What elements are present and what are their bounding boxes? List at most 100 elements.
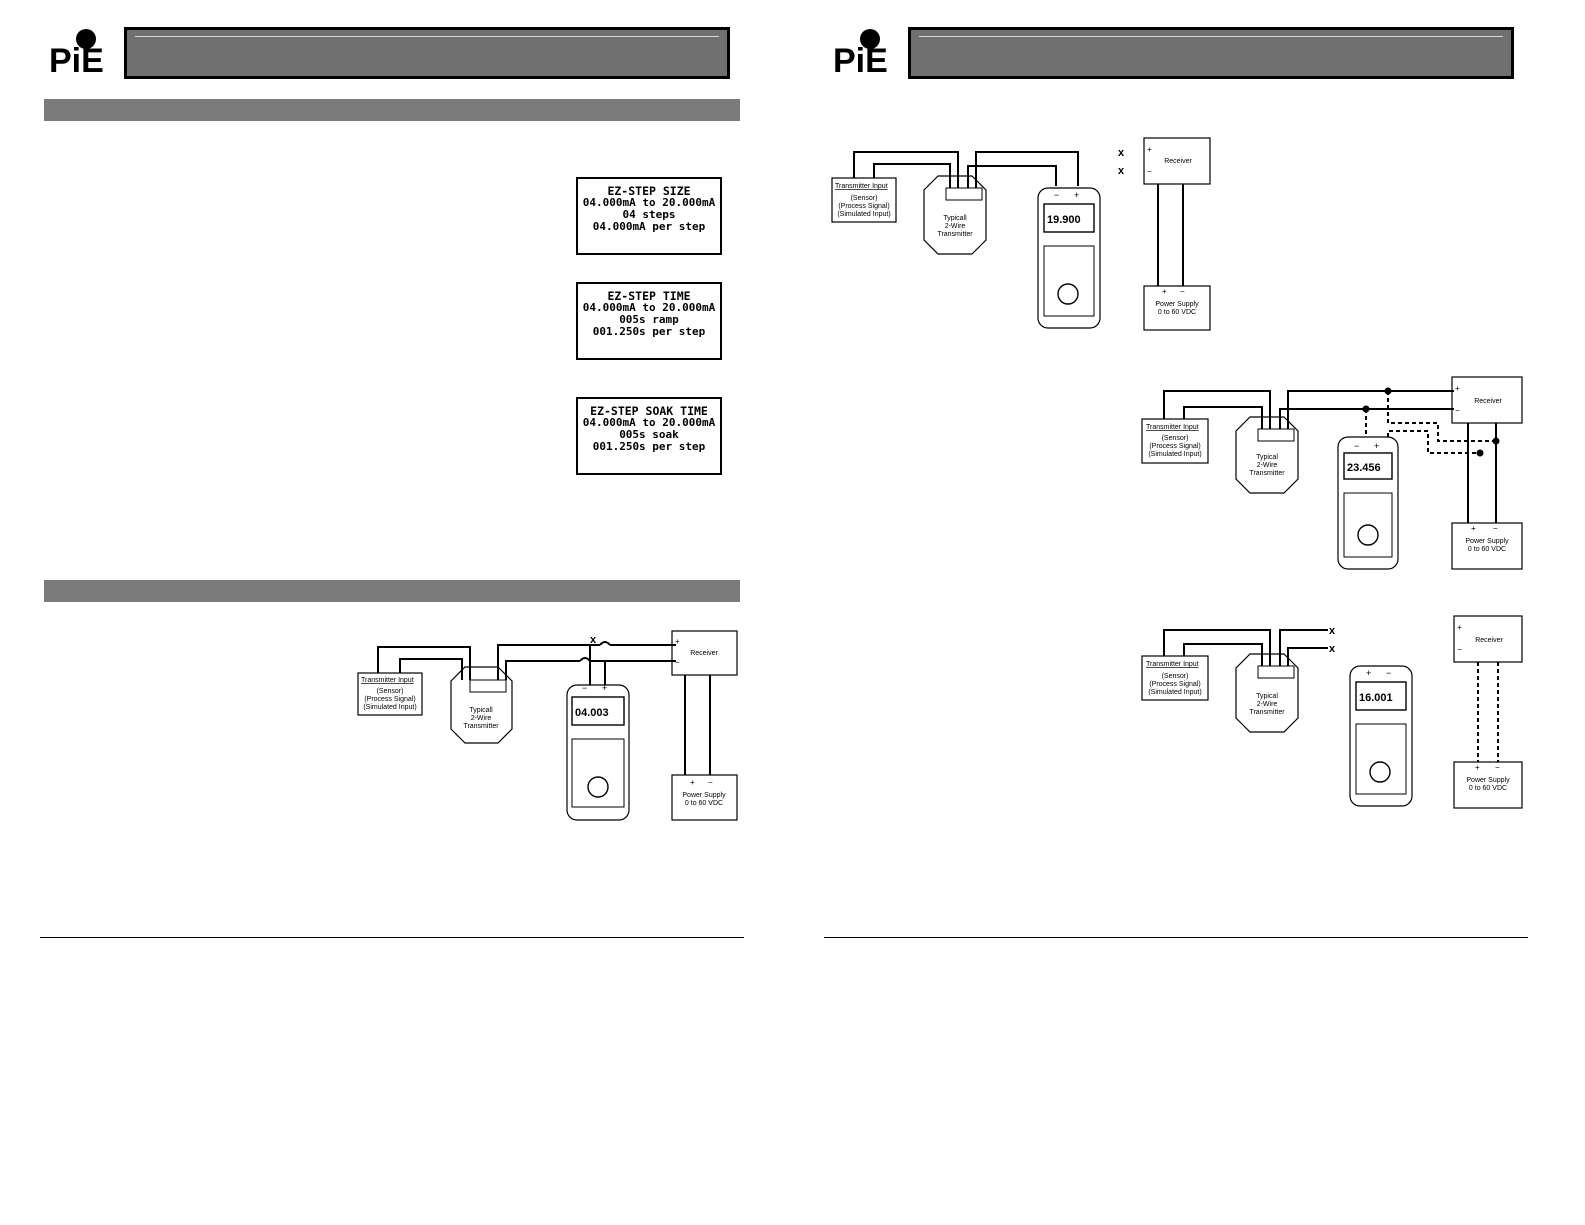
lcd-title: EZ-STEP SIZE [607, 184, 691, 198]
label-receiver: Receiver [1474, 398, 1502, 405]
label-simulated-input: (Simulated Input) [1148, 451, 1201, 458]
lcd-line: 001.250s per step [592, 440, 706, 453]
meter-minus: − [1054, 190, 1059, 200]
receiver-plus: + [1457, 623, 1462, 632]
label-sensor: (Sensor) [1162, 673, 1189, 680]
cross-mark: x [1118, 165, 1125, 177]
label-sensor: (Sensor) [851, 195, 878, 202]
label-sensor: (Sensor) [377, 688, 404, 695]
meter-minus: − [1386, 668, 1391, 678]
label-typical: Typical [1256, 454, 1278, 461]
footer-rule [824, 937, 1528, 938]
label-process-signal: (Process Signal) [1149, 681, 1200, 688]
section-bar [44, 580, 740, 602]
lcd-line: 04.000mA to 20.000mA [582, 301, 716, 314]
ps-minus: − [1495, 763, 1500, 772]
receiver-minus: − [1457, 645, 1462, 654]
page-header-bar [124, 27, 730, 79]
label-transmitter-input: Transmitter Input [361, 677, 414, 684]
wiring-diagram-measure: x Transmitter Input (Sensor) (Process Si… [357, 630, 738, 821]
lcd-title: EZ-STEP TIME [607, 289, 691, 303]
ps-plus: + [1471, 524, 1476, 533]
section-bar [44, 99, 740, 121]
label-process-signal: (Process Signal) [838, 203, 889, 210]
meter-plus: + [1374, 441, 1379, 451]
label-two-wire: 2-Wire [945, 223, 966, 230]
lcd-line: 04 steps [622, 208, 676, 221]
ps-plus: + [1162, 287, 1167, 296]
meter-minus: − [1354, 441, 1359, 451]
label-receiver: Receiver [1475, 637, 1503, 644]
receiver-plus: + [675, 637, 680, 646]
receiver-minus: − [675, 658, 680, 667]
logo-text: PiE [49, 42, 104, 78]
label-typical: Typicall [943, 215, 967, 222]
label-transmitter: Transmitter [1249, 470, 1285, 477]
pie-logo: PiE [49, 29, 104, 78]
label-power-supply: Power Supply [1466, 777, 1510, 784]
wiring-diagram-monitor: + − Receiver Transmitter Input (Sensor) … [1141, 376, 1523, 570]
label-power-range: 0 to 60 VDC [685, 800, 723, 807]
ps-plus: + [690, 778, 695, 787]
lcd-ez-step-time: EZ-STEP TIME 04.000mA to 20.000mA 005s r… [576, 282, 722, 360]
label-transmitter: Transmitter [1249, 709, 1285, 716]
label-two-wire: 2-Wire [471, 715, 492, 722]
label-power-supply: Power Supply [1465, 538, 1509, 545]
label-power-range: 0 to 60 VDC [1468, 546, 1506, 553]
label-power-supply: Power Supply [1155, 301, 1199, 308]
lcd-line: 04.000mA per step [592, 220, 706, 233]
label-process-signal: (Process Signal) [364, 696, 415, 703]
label-power-range: 0 to 60 VDC [1158, 309, 1196, 316]
receiver-minus: − [1147, 167, 1152, 176]
receiver-plus: + [1147, 145, 1152, 154]
meter-plus: + [602, 683, 607, 693]
label-transmitter-input: Transmitter Input [1146, 661, 1199, 668]
lcd-line: 001.250s per step [592, 325, 706, 338]
label-typical: Typicall [469, 707, 493, 714]
label-transmitter: Transmitter [463, 723, 499, 730]
lcd-title: EZ-STEP SOAK TIME [590, 404, 708, 418]
ps-minus: − [708, 778, 713, 787]
footer-rule [40, 937, 744, 938]
page-header-bar [908, 27, 1514, 79]
meter-minus: − [582, 683, 587, 693]
label-transmitter-input: Transmitter Input [835, 183, 888, 190]
pie-logo: PiE [833, 29, 888, 78]
lcd-line: 005s soak [619, 428, 679, 441]
lcd-line: 005s ramp [619, 313, 679, 326]
meter-reading: 04.003 [575, 707, 609, 719]
label-power-supply: Power Supply [682, 792, 726, 799]
receiver-minus: − [1455, 406, 1460, 415]
lcd-line: 04.000mA to 20.000mA [582, 196, 716, 209]
cross-mark: x [1329, 643, 1336, 655]
meter-reading: 19.900 [1047, 214, 1081, 226]
label-power-range: 0 to 60 VDC [1469, 785, 1507, 792]
lcd-ez-step-size: EZ-STEP SIZE 04.000mA to 20.000mA 04 ste… [576, 177, 722, 255]
label-typical: Typical [1256, 693, 1278, 700]
cross-mark: x [590, 634, 597, 646]
label-two-wire: 2-Wire [1257, 462, 1278, 469]
meter-reading: 16.001 [1359, 692, 1393, 704]
cross-mark: x [1329, 625, 1336, 637]
label-simulated-input: (Simulated Input) [1148, 689, 1201, 696]
label-receiver: Receiver [690, 650, 718, 657]
label-simulated-input: (Simulated Input) [837, 211, 890, 218]
ps-plus: + [1475, 763, 1480, 772]
wiring-diagram-simulate: x x + − Receiver Transmitter Input (Sens… [831, 137, 1211, 331]
cross-mark: x [1118, 147, 1125, 159]
meter-reading: 23.456 [1347, 462, 1381, 474]
label-transmitter: Transmitter [937, 231, 973, 238]
label-receiver: Receiver [1164, 158, 1192, 165]
label-simulated-input: (Simulated Input) [363, 704, 416, 711]
wiring-diagram-open-loop: x x + − Receiver Transmitter Input (Sens… [1141, 615, 1523, 809]
logo-text: PiE [833, 42, 888, 78]
label-transmitter-input: Transmitter Input [1146, 424, 1199, 431]
ps-minus: − [1180, 287, 1185, 296]
receiver-plus: + [1455, 384, 1460, 393]
lcd-line: 04.000mA to 20.000mA [582, 416, 716, 429]
label-process-signal: (Process Signal) [1149, 443, 1200, 450]
meter-plus: + [1366, 668, 1371, 678]
label-sensor: (Sensor) [1162, 435, 1189, 442]
lcd-ez-step-soak-time: EZ-STEP SOAK TIME 04.000mA to 20.000mA 0… [576, 397, 722, 475]
meter-plus: + [1074, 190, 1079, 200]
